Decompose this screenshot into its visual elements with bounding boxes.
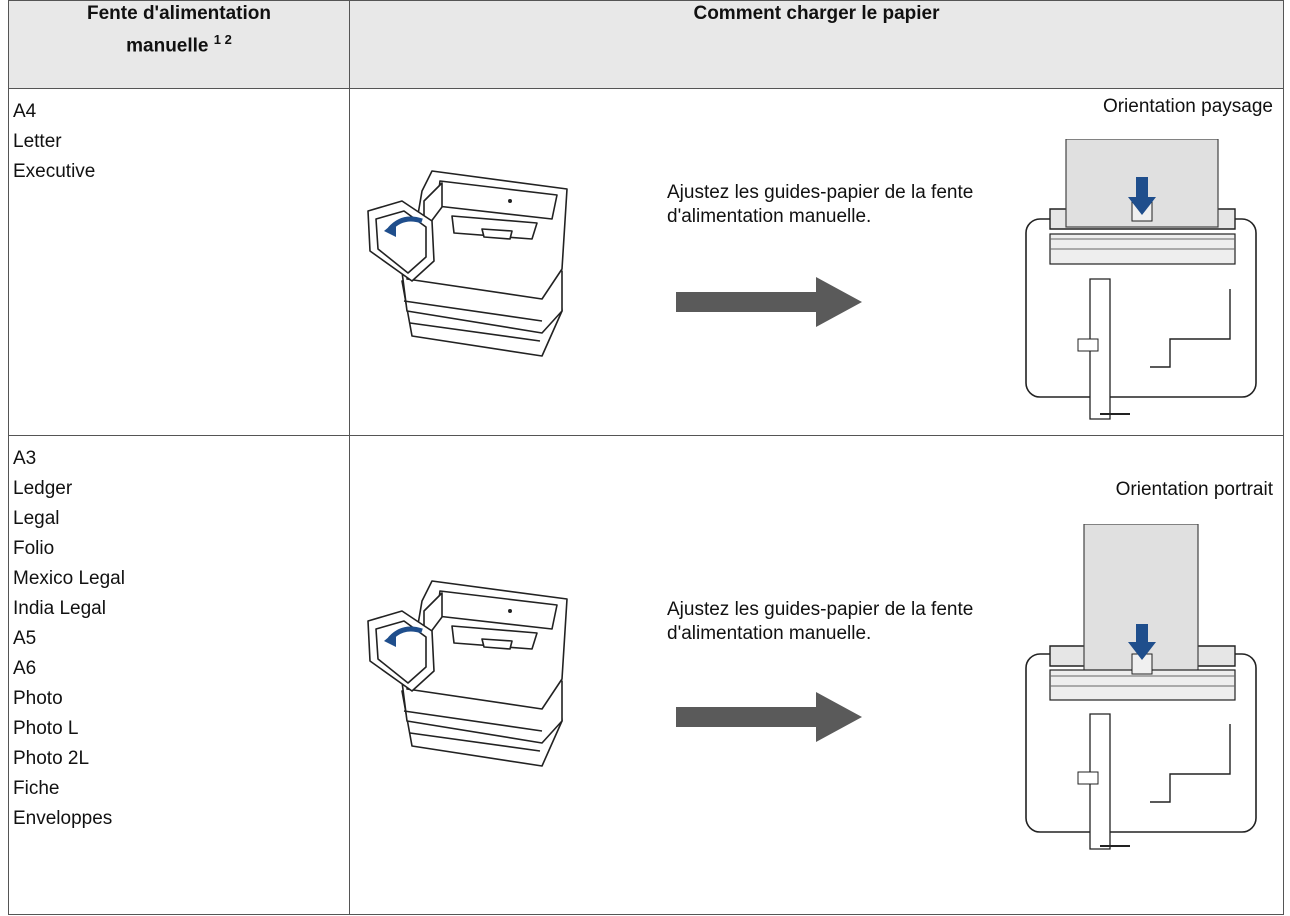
top-view-landscape-illustration (1025, 139, 1257, 420)
list-item: Legal (13, 508, 60, 529)
size-list: A4 Letter Executive (9, 89, 349, 187)
top-view-portrait-illustration (1025, 524, 1257, 850)
header-col1-line1: Fente d'alimentation (87, 3, 271, 24)
sizes-cell: A3 Ledger Legal Folio Mexico Legal India… (8, 435, 350, 915)
orientation-label: Orientation portrait (1115, 479, 1273, 500)
list-item: Executive (13, 161, 96, 182)
footnote-refs[interactable]: 1 2 (213, 32, 232, 47)
printer-illustration (367, 170, 568, 357)
list-item: Letter (13, 131, 62, 152)
list-item: Ledger (13, 478, 73, 499)
sizes-cell: A4 Letter Executive (8, 88, 350, 436)
list-item: A4 (13, 101, 37, 122)
header-manual-slot: Fente d'alimentation manuelle 1 2 (8, 0, 350, 89)
header-col1-line2: manuelle (126, 35, 209, 57)
list-item: Folio (13, 538, 55, 559)
list-item: Photo L (13, 718, 79, 739)
list-item: Enveloppes (13, 808, 113, 829)
list-item: Photo 2L (13, 748, 90, 769)
printer-illustration (367, 580, 568, 767)
list-item: India Legal (13, 598, 106, 619)
size-list: A3 Ledger Legal Folio Mexico Legal India… (9, 436, 349, 834)
orientation-label: Orientation paysage (1102, 96, 1273, 117)
list-item: A6 (13, 658, 37, 679)
right-arrow-icon (676, 277, 862, 327)
list-item: Photo (13, 688, 63, 709)
instruction-text: Ajustez les guides-papier de la fente d'… (667, 182, 974, 227)
list-item: Fiche (13, 778, 60, 799)
header-row: Fente d'alimentation manuelle 1 2 Commen… (8, 0, 1284, 89)
list-item: A5 (13, 628, 37, 649)
paper-loading-table: Fente d'alimentation manuelle 1 2 Commen… (8, 0, 1284, 915)
instruction-cell: Ajustez les guides-papier de la fente d'… (349, 88, 1284, 436)
list-item: A3 (13, 448, 37, 469)
header-how-to-load: Comment charger le papier (349, 0, 1284, 89)
table-row: A3 Ledger Legal Folio Mexico Legal India… (8, 435, 1284, 915)
right-arrow-icon (676, 692, 862, 742)
instruction-cell: Ajustez les guides-papier de la fente d'… (349, 435, 1284, 915)
table-row: A4 Letter Executive (8, 88, 1284, 436)
instruction-text: Ajustez les guides-papier de la fente d'… (667, 599, 974, 644)
list-item: Mexico Legal (13, 568, 125, 589)
